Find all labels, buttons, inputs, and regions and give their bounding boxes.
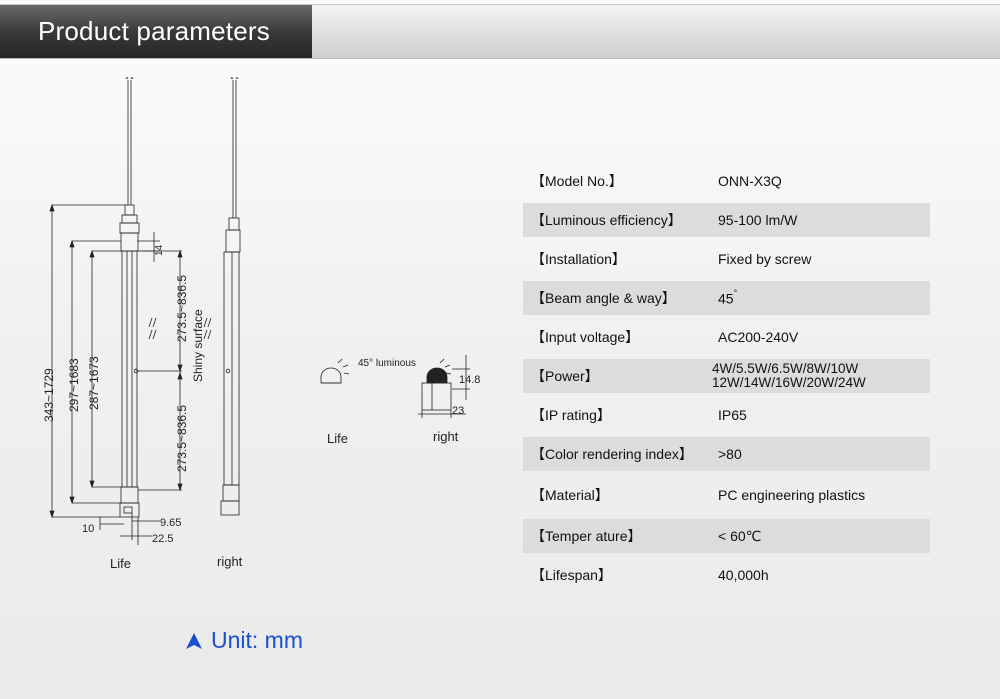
spec-value-beam: 45° xyxy=(718,287,930,307)
dim-lower-span: 273.5~836.5 xyxy=(175,405,189,472)
dim-section-width: 23 xyxy=(452,405,464,417)
spec-row-efficiency: 【Luminous efficiency】 95-100 lm/W xyxy=(523,203,930,237)
spec-label: 【Temper ature】 xyxy=(531,528,642,544)
spec-label: 【Input voltage】 xyxy=(531,329,640,345)
dim-base-left: 10 xyxy=(82,523,94,535)
power-line-2: 12W/14W/16W/20W/24W xyxy=(712,375,866,390)
triangle-up-icon xyxy=(186,632,202,649)
section-right-label: right xyxy=(433,429,459,444)
spec-row-temperature: 【Temper ature】 < 60℃ xyxy=(523,519,930,553)
spec-value: 95-100 lm/W xyxy=(718,212,798,228)
spec-label: 【Lifespan】 xyxy=(531,567,612,583)
spec-value: >80 xyxy=(718,446,742,462)
surface-note: Shiny surface xyxy=(191,309,205,382)
spec-value: Fixed by screw xyxy=(718,251,812,267)
spec-value: AC200-240V xyxy=(718,329,799,345)
dim-middle: 297~1683 xyxy=(67,358,81,412)
spec-row-voltage: 【Input voltage】 AC200-240V xyxy=(523,320,930,354)
dim-section-height: 14.8 xyxy=(459,374,480,386)
spec-row-model: 【Model No.】 ONN-X3Q xyxy=(523,164,930,198)
spec-row-cri: 【Color rendering index】 >80 xyxy=(523,437,930,471)
spec-row-material: 【Material】 PC engineering plastics xyxy=(523,476,930,514)
spec-label: 【Power】 xyxy=(531,368,599,384)
spec-label: 【Material】 xyxy=(531,487,609,503)
dim-top-offset: 14 xyxy=(154,244,165,256)
spec-value-power: 4W/5.5W/6.5W/8W/10W 12W/14W/16W/20W/24W xyxy=(712,362,930,390)
spec-table: 【Model No.】 ONN-X3Q 【Luminous efficiency… xyxy=(523,164,930,597)
section-left-drawing xyxy=(320,358,350,384)
section-right-drawing xyxy=(418,355,470,418)
side-view-drawing xyxy=(203,77,241,516)
section-left-label: Life xyxy=(327,431,348,446)
spec-label: 【Beam angle & way】 xyxy=(531,290,676,306)
spec-value: IP65 xyxy=(718,407,747,423)
dim-inner: 287~1673 xyxy=(87,356,101,410)
dim-base-width-1: 9.65 xyxy=(160,517,181,529)
spec-row-lifespan: 【Lifespan】 40,000h xyxy=(523,558,930,592)
spec-value-temperature: < 60℃ xyxy=(718,528,930,545)
unit-note: Unit: mm xyxy=(185,627,303,654)
degree-sign: ° xyxy=(733,287,738,298)
celsius-sign: ℃ xyxy=(745,527,762,544)
spec-value: ONN-X3Q xyxy=(718,173,782,189)
temperature-value: < 60 xyxy=(718,527,746,544)
spec-label: 【Model No.】 xyxy=(531,173,623,189)
spec-row-ip: 【IP rating】 IP65 xyxy=(523,398,930,432)
spec-row-power: 【Power】 4W/5.5W/6.5W/8W/10W 12W/14W/16W/… xyxy=(523,359,930,393)
spec-label: 【IP rating】 xyxy=(531,407,611,423)
side-view-label: right xyxy=(217,554,243,569)
spec-row-installation: 【Installation】 Fixed by screw xyxy=(523,242,930,276)
unit-note-text: Unit: mm xyxy=(211,627,303,653)
spec-value: 40,000h xyxy=(718,567,769,583)
dim-base-width-2: 22.5 xyxy=(152,533,173,545)
spec-value: PC engineering plastics xyxy=(718,487,866,503)
header-bar: Product parameters xyxy=(0,4,1000,59)
technical-drawing: 343~1729 297~1683 287~1673 14 273.5~836.… xyxy=(0,60,510,640)
front-view-drawing xyxy=(49,77,183,545)
dim-overall: 343~1729 xyxy=(42,368,56,422)
dim-upper-span: 273.5~836.5 xyxy=(175,275,189,342)
spec-label: 【Color rendering index】 xyxy=(531,446,693,462)
spec-row-beam: 【Beam angle & way】 45° xyxy=(523,281,930,315)
power-line-1: 4W/5.5W/6.5W/8W/10W xyxy=(712,361,859,376)
spec-label: 【Luminous efficiency】 xyxy=(531,212,682,228)
beam-angle-value: 45 xyxy=(718,290,734,307)
page-title: Product parameters xyxy=(0,5,312,58)
spec-label: 【Installation】 xyxy=(531,251,626,267)
front-view-label: Life xyxy=(110,556,131,571)
beam-note: 45° luminous xyxy=(358,358,416,369)
drawing-svg: 343~1729 297~1683 287~1673 14 273.5~836.… xyxy=(42,77,480,571)
